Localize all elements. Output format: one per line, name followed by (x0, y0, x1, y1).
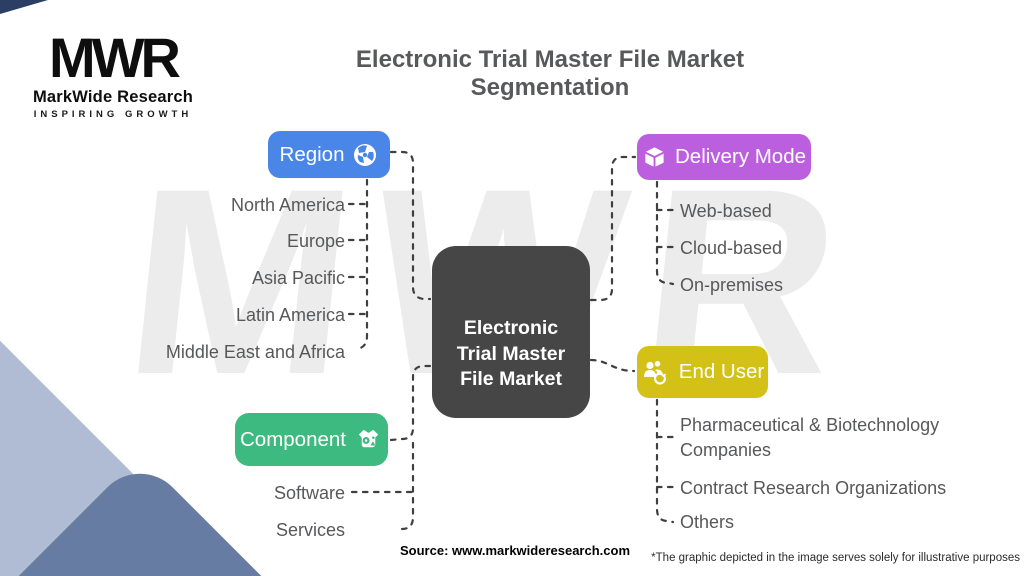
connector-central-to-enduser (589, 358, 636, 373)
region-item: Europe (286, 231, 345, 251)
logo-tagline: INSPIRING GROWTH (33, 109, 193, 120)
connector-central-to-component (389, 364, 432, 442)
region-node: Region (268, 131, 390, 178)
globe-icon (352, 142, 378, 168)
component-node-label: Component (240, 427, 346, 451)
delivery-mode-item: On-premises (680, 275, 784, 295)
delivery-mode-item: Web-based (680, 201, 772, 221)
page-title: Electronic Trial Master File Market Segm… (355, 46, 745, 101)
central-line-2: Trial Master (456, 342, 566, 365)
end-user-item: Pharmaceutical & Biotechnology Companies (680, 415, 940, 460)
central-line-1: Electronic (463, 317, 559, 339)
component-item: Services (275, 520, 345, 540)
connector-enduser-items-spine (655, 398, 675, 524)
end-user-item: Others (680, 512, 735, 532)
region-item: North America (230, 195, 345, 215)
delivery-mode-node: Delivery Mode (637, 134, 811, 180)
delivery-mode-item: Cloud-based (680, 238, 783, 258)
component-node: Component (235, 413, 388, 466)
delivery-mode-node-label: Delivery Mode (674, 145, 807, 168)
central-node: Electronic Trial Master File Market (432, 246, 590, 418)
disclaimer-footnote: *The graphic depicted in the image serve… (651, 552, 1020, 564)
logo-acronym: MWR (49, 26, 181, 89)
end-user-node: End User (637, 346, 768, 398)
component-shapes-icon (354, 425, 383, 454)
connector-delivery-items-spine (655, 180, 675, 286)
central-line-3: File Market (460, 368, 562, 390)
connector-component-items-spine (395, 441, 415, 531)
central-node-label: Electronic Trial Master File Market (432, 316, 590, 393)
decor-corner-wedge (0, 0, 48, 14)
connector-central-to-delivery (589, 155, 637, 302)
region-node-label: Region (279, 142, 345, 166)
region-item: Asia Pacific (251, 268, 345, 288)
users-refresh-icon (641, 357, 671, 387)
region-item: Middle East and Africa (165, 342, 345, 362)
end-user-item: Contract Research Organizations (680, 478, 947, 498)
end-user-node-label: End User (678, 360, 765, 383)
source-text: Source: www.markwideresearch.com (400, 543, 631, 558)
region-item: Latin America (235, 305, 345, 325)
component-item: Software (273, 483, 345, 503)
cube-icon (642, 145, 667, 170)
connector-region-items-spine (354, 178, 369, 351)
markwide-logo: MWR MarkWide Research INSPIRING GROWTH (28, 26, 198, 121)
connector-region-to-central (389, 150, 432, 301)
logo-name: MarkWide Research (32, 88, 194, 106)
